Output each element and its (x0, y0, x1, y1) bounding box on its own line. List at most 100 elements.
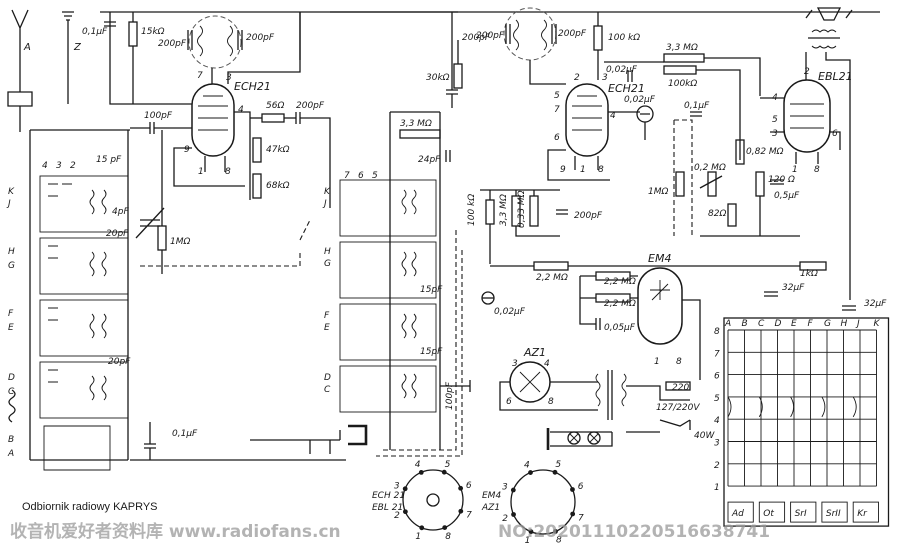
svg-text:15kΩ: 15kΩ (141, 27, 165, 37)
svg-text:0,1μF: 0,1μF (82, 27, 108, 37)
socket-pin-number: 2 (502, 514, 508, 524)
svg-text:2,2 MΩ: 2,2 MΩ (604, 277, 636, 287)
cap-32uF-a: 32μF (764, 283, 805, 297)
svg-text:200pF: 200pF (158, 39, 187, 49)
resistor-033M: 0,33 MΩ (517, 190, 539, 228)
svg-text:2,2 MΩ: 2,2 MΩ (604, 299, 636, 309)
svg-text:24pF: 24pF (418, 155, 441, 165)
tube-ebl21-label: EBL21 (818, 70, 853, 83)
earth-label: Z (73, 42, 82, 53)
socket-pin (511, 512, 516, 517)
socket-pin-number: 8 (445, 532, 451, 542)
svg-text:B: B (8, 435, 14, 445)
svg-text:0,02μF: 0,02μF (624, 95, 656, 105)
svg-text:C: C (8, 387, 15, 397)
cap-01uF-bottom: 0,1μF (144, 422, 198, 460)
switch-position-box (852, 501, 879, 523)
cap-002uF-b: 0,02μF (624, 95, 656, 105)
earth-symbol: Z (62, 11, 82, 104)
socket-pin (418, 469, 424, 475)
svg-text:100kΩ: 100kΩ (668, 79, 697, 89)
svg-text:8: 8 (676, 357, 682, 367)
svg-text:200pF: 200pF (476, 31, 505, 41)
svg-text:7: 7 (554, 105, 560, 115)
svg-text:0,02μF: 0,02μF (494, 307, 526, 317)
svg-text:15pF: 15pF (420, 285, 443, 295)
svg-text:E: E (324, 323, 330, 333)
socket-pin (402, 509, 408, 515)
if-transformer-1: 200pF 200pF (158, 15, 275, 69)
watermark-number: NO:20201110220516638741 (498, 522, 770, 542)
svg-text:D: D (324, 373, 331, 383)
switch-contact-arc (758, 396, 763, 418)
svg-text:220: 220 (672, 383, 689, 393)
output-transformer (808, 29, 840, 49)
svg-text:2: 2 (804, 67, 810, 77)
cap-05uF: 0,5μF (770, 179, 800, 201)
switch-table-row-label: 3 (714, 439, 720, 449)
socket-pin-number: 7 (578, 513, 584, 523)
socket-pin-number: 4 (524, 460, 530, 470)
switch-position-box (790, 501, 817, 523)
resistor-1k: 1kΩ (799, 261, 827, 279)
resistor-22M-a: 2,2 MΩ (533, 261, 569, 283)
switch-position-label: Ot (763, 509, 774, 519)
svg-text:47kΩ: 47kΩ (266, 145, 290, 155)
svg-text:0,1μF: 0,1μF (172, 429, 198, 439)
switch-table-col-label: H (841, 319, 848, 329)
resistor-56: 56Ω (250, 101, 296, 123)
tube-ebl21: EBL21 2 4 5 3 6 1 8 (772, 67, 853, 175)
svg-text:3,3 MΩ: 3,3 MΩ (499, 194, 509, 226)
cap-01uF-top: 0,1μF (82, 21, 116, 37)
switch-table-row-label: 1 (714, 483, 720, 493)
svg-text:6: 6 (358, 171, 364, 181)
resistor-68k: 68kΩ (252, 173, 290, 199)
mains-selector: 220 127/220V (656, 381, 700, 413)
mains-switch: 40W (659, 419, 715, 441)
resistor-100k-b: 100kΩ (663, 65, 697, 89)
tube-em4: EM4 1 8 (637, 252, 683, 367)
tube-ech21-2: ECH21 2 3 5 7 6 4 9 1 8 (554, 73, 645, 175)
svg-text:32μF: 32μF (864, 299, 887, 309)
svg-text:F: F (8, 309, 14, 319)
svg-text:EM4: EM4 (482, 491, 501, 501)
svg-text:H: H (8, 247, 15, 257)
resistor-22M-c: 2,2 MΩ (595, 293, 636, 309)
socket-pin (570, 487, 575, 492)
svg-text:0,05μF: 0,05μF (604, 323, 636, 333)
socket-pin (552, 469, 558, 475)
svg-text:3: 3 (226, 73, 232, 83)
tube-az1: AZ1 3 4 6 8 (506, 346, 554, 407)
switch-table-row-label: 6 (714, 372, 720, 382)
svg-text:15pF: 15pF (420, 347, 443, 357)
switch-contact-arc (821, 396, 826, 418)
socket-pin-number: 5 (445, 460, 451, 470)
svg-text:J: J (322, 199, 327, 209)
svg-text:9: 9 (560, 165, 566, 175)
cap-100pF-grid: 100pF (130, 111, 192, 134)
switch-table-row-label: 8 (714, 327, 720, 337)
svg-text:ECH 21: ECH 21 (372, 491, 405, 501)
socket-pin-number: 3 (394, 481, 400, 491)
switch-position-label: SrI (795, 509, 807, 519)
resistor-1M-left: 1MΩ (157, 130, 190, 274)
tuning-capacitor-1 (135, 207, 165, 239)
tube-ech21-1-label: ECH21 (234, 80, 271, 93)
switch-table-row-label: 5 (714, 394, 720, 404)
antenna-symbol: A (11, 9, 31, 78)
socket-pin-number: 6 (466, 481, 472, 491)
svg-text:8: 8 (598, 165, 604, 175)
svg-text:6: 6 (832, 129, 838, 139)
coil-bank-left: 15 pF 4pF 20pF 20pF (8, 155, 131, 471)
cap-01uF-mid: 0,1μF (684, 101, 710, 117)
watermark-site: 收音机爱好者资料库 www.radiofans.cn (10, 521, 341, 542)
svg-text:5: 5 (772, 115, 778, 125)
tone-pot-02M: 0,2 MΩ (694, 163, 726, 197)
switch-position-label: SrII (826, 509, 841, 519)
socket-pin-number: 6 (578, 482, 584, 492)
socket-pin-number: 5 (555, 460, 561, 470)
svg-text:4: 4 (610, 111, 616, 121)
